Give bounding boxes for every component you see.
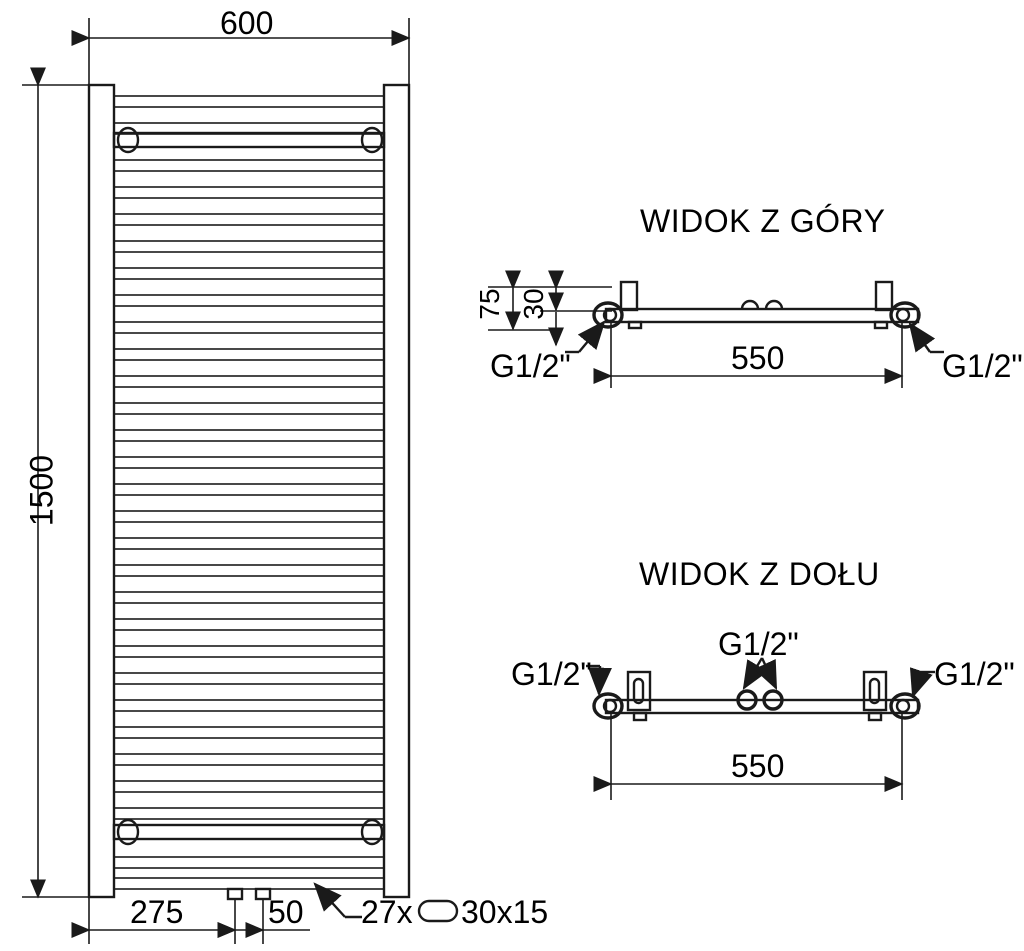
top-depth-inner-label: 30 (518, 288, 549, 320)
top-thread-left-label: G1/2" (490, 348, 571, 384)
front-bottom-dimensions (71, 897, 310, 944)
top-view-group (488, 270, 944, 388)
top-view-title: WIDOK Z GÓRY (640, 203, 886, 239)
front-element-profile-label: 30x15 (461, 894, 549, 930)
bottom-center-thread-leaders (742, 657, 778, 691)
front-profile-leader (313, 882, 362, 919)
front-width-dimension (71, 18, 411, 92)
top-thread-right-label: G1/2" (942, 348, 1023, 384)
front-width-label: 600 (220, 5, 274, 41)
front-connector-spacing-label: 50 (268, 894, 304, 930)
top-depth-outer-label: 75 (474, 288, 505, 320)
front-view-rungs (112, 95, 386, 890)
bottom-thread-center-label: G1/2" (718, 626, 799, 662)
front-height-label: 1500 (23, 454, 60, 527)
bottom-side-thread-leaders (586, 664, 935, 699)
bottom-thread-right-label: G1/2" (934, 656, 1015, 692)
front-element-count-label: 27x (361, 894, 413, 930)
bottom-thread-left-label: G1/2" (511, 656, 592, 692)
bottom-view-title: WIDOK Z DOŁU (639, 556, 880, 592)
top-view-thread-leaders (565, 320, 944, 354)
top-center-distance-dimension (593, 322, 904, 388)
top-center-distance-label: 550 (731, 340, 785, 376)
front-view-group (22, 18, 411, 944)
bottom-center-distance-label: 550 (731, 748, 785, 784)
front-view-connection-stubs (226, 887, 272, 944)
top-depth-dimensions (488, 270, 612, 347)
oval-profile-icon (417, 899, 459, 923)
bottom-view-body (592, 670, 921, 722)
top-view-body (592, 280, 921, 330)
front-bottom-offset-label: 275 (130, 894, 184, 930)
bottom-view-group (586, 657, 935, 800)
bottom-center-distance-dimension (593, 713, 904, 800)
